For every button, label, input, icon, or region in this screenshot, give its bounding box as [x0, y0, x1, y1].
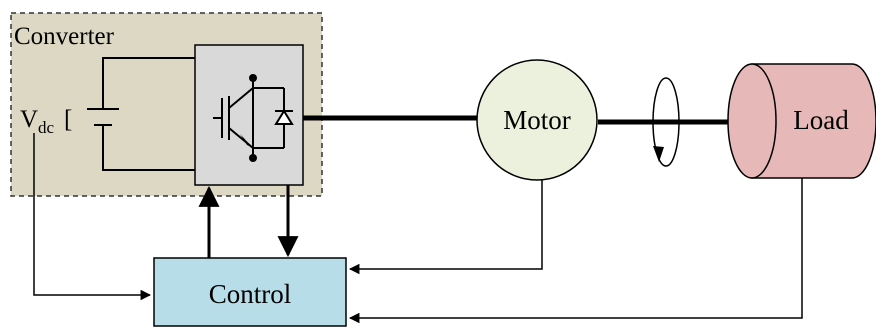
igbt-icon: [213, 78, 285, 158]
vdc-subscript: dc: [38, 118, 55, 137]
diode-icon: [274, 109, 294, 125]
signal-lines: [33, 133, 803, 324]
vdc-to-control-arrow: [33, 133, 152, 301]
converter-label: Converter: [14, 23, 115, 50]
vdc-label: V: [20, 106, 38, 133]
vdc-bracket: [: [64, 106, 72, 133]
load-label: Load: [793, 105, 849, 135]
motor-block: [476, 59, 598, 181]
dc-source: [87, 57, 195, 171]
motor-label: Motor: [503, 105, 571, 135]
igbt-nodes: [240, 74, 257, 162]
motor-to-control-arrow: [348, 180, 543, 275]
load-to-control-arrow: [348, 178, 803, 324]
control-block: [153, 257, 347, 327]
rotation-arrow-icon: [652, 77, 680, 167]
control-label: Control: [209, 279, 292, 309]
